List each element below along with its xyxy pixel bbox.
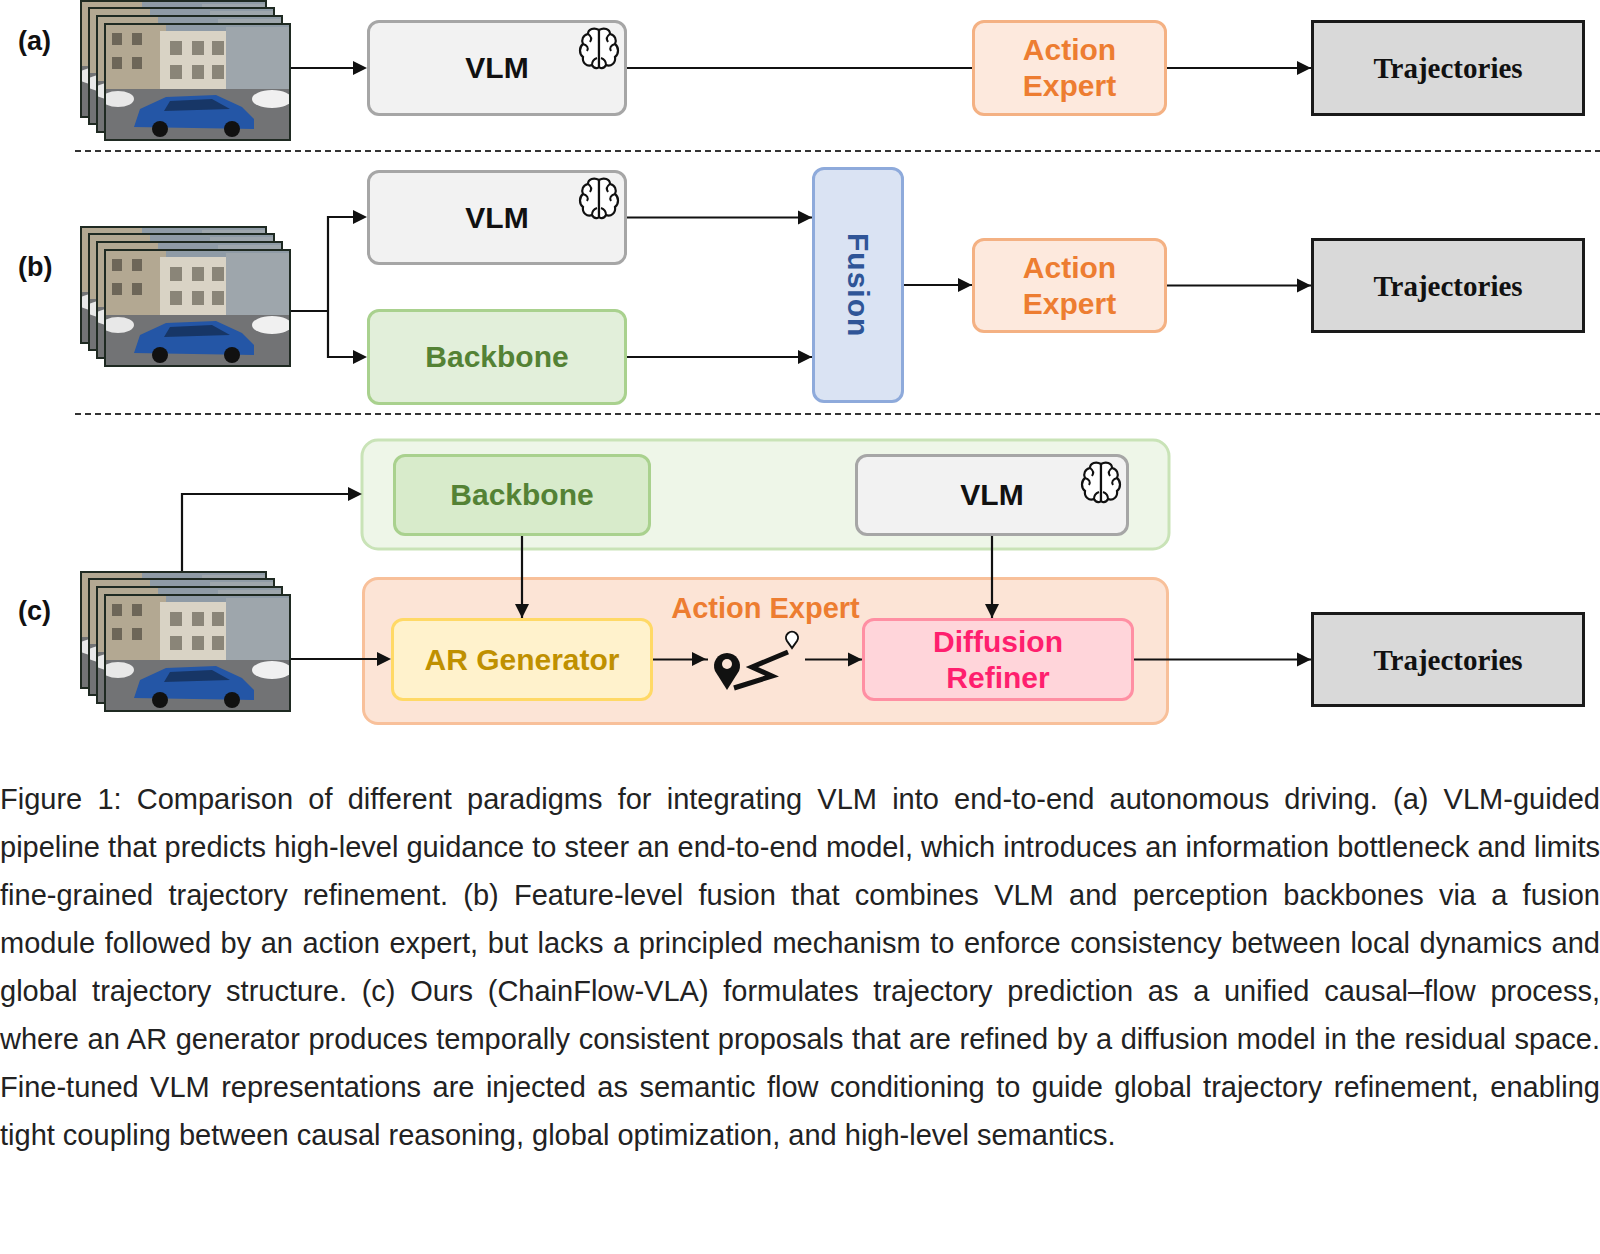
arrow-head (1297, 61, 1311, 75)
camera-frame-stack (78, 226, 292, 367)
action-expert-box: Action Expert (972, 238, 1167, 333)
backbone-box: Backbone (367, 309, 627, 405)
box-label: Action Expert (995, 32, 1145, 104)
arrow-head (515, 604, 529, 618)
flow-arrow (985, 536, 999, 618)
arrow-line (653, 658, 862, 660)
generator-box: AR Generator (391, 618, 653, 701)
backbone-box: Backbone (393, 454, 651, 536)
flow-arrow (627, 350, 812, 364)
flow-arrow (1134, 653, 1311, 667)
arrow-line (1167, 67, 1311, 69)
box-label: Diffusion Refiner (903, 624, 1093, 696)
box-label: Trajectories (1373, 50, 1522, 86)
arrow-line (991, 536, 993, 618)
box-label: Backbone (450, 477, 593, 513)
arrow-head (1297, 279, 1311, 293)
refiner-box: Diffusion Refiner (862, 618, 1134, 701)
arrow-line (627, 356, 812, 358)
box-label: VLM (465, 200, 528, 236)
panel-label: (b) (18, 252, 52, 283)
flow-arrow (627, 68, 972, 69)
arrow-line (904, 284, 972, 286)
arrow-line (521, 536, 523, 618)
vlm-box: VLM (855, 454, 1129, 536)
arrow-line (627, 67, 972, 69)
box-label: Trajectories (1373, 268, 1522, 304)
arrow-head (985, 604, 999, 618)
box-label: VLM (960, 477, 1023, 513)
encoder-group-band (362, 440, 1169, 549)
box-label: AR Generator (424, 642, 619, 678)
panel-divider (75, 150, 1600, 152)
vlm-box: VLM (367, 170, 627, 265)
fusion-box: Fusion (812, 167, 904, 403)
action-expert-group: Action ExpertAR GeneratorDiffusion Refin… (362, 577, 1169, 725)
panel-label: (c) (18, 596, 51, 627)
figure-caption: Figure 1: Comparison of different paradi… (0, 775, 1600, 1159)
flow-arrow (627, 211, 812, 225)
flow-arrow (904, 278, 972, 292)
box-label: VLM (465, 50, 528, 86)
arrow-head (958, 278, 972, 292)
output-box: Trajectories (1311, 238, 1585, 333)
arrow-head (798, 350, 812, 364)
box-label: Action Expert (995, 250, 1145, 322)
box-label: Backbone (425, 339, 568, 375)
flow-arrow (515, 536, 529, 618)
arrow-line (627, 216, 812, 218)
flow-arrow (1167, 279, 1311, 293)
box-label: Trajectories (1373, 642, 1522, 678)
panel-divider (75, 413, 1600, 415)
camera-frame-stack (78, 0, 292, 141)
flow-arrow (1167, 61, 1311, 75)
vlm-box: VLM (367, 20, 627, 116)
panel-label: (a) (18, 26, 51, 57)
arrow-head (848, 653, 862, 667)
flow-arrow (653, 653, 862, 667)
box-label: Fusion (840, 233, 876, 337)
arrow-head (798, 211, 812, 225)
arrow-line (1167, 284, 1311, 286)
arrow-line (1134, 658, 1311, 660)
input-wire (182, 68, 379, 659)
output-box: Trajectories (1311, 612, 1585, 707)
action-expert-box: Action Expert (972, 20, 1167, 116)
output-box: Trajectories (1311, 20, 1585, 116)
camera-frame-stack (78, 571, 292, 712)
arrow-head (1297, 653, 1311, 667)
